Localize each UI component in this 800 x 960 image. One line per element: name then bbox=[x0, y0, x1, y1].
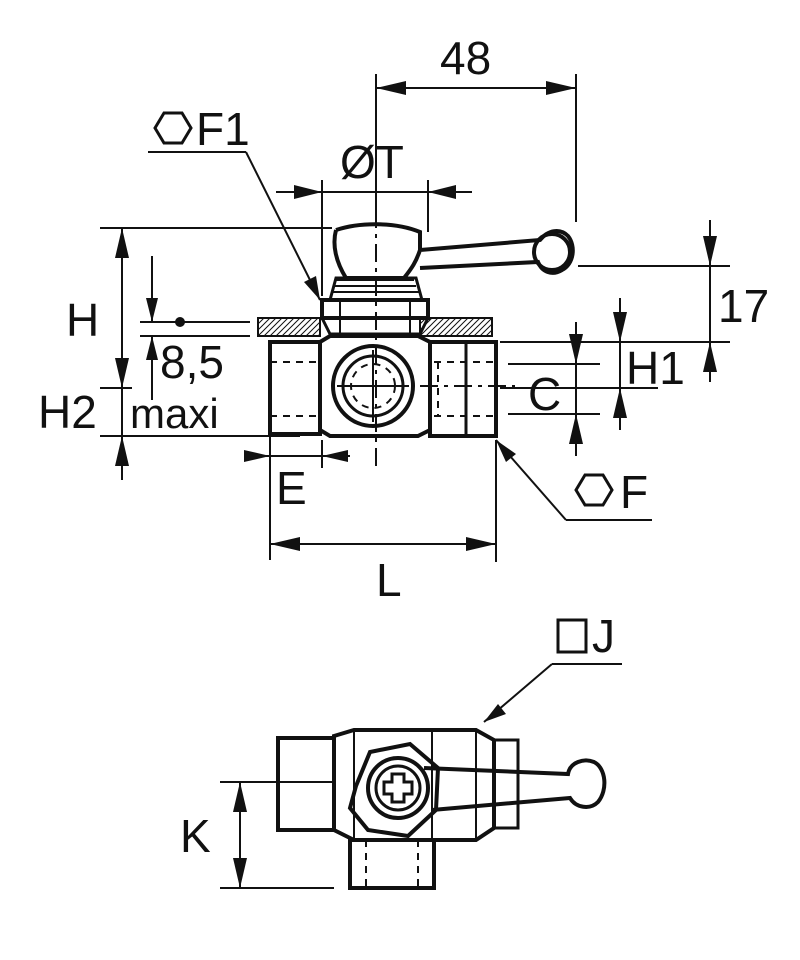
plan-view: J K bbox=[180, 610, 622, 890]
handle bbox=[332, 222, 575, 280]
dim-48-label: 48 bbox=[440, 32, 491, 84]
side-view: 48 F1 ØT H 8,5 maxi H2 bbox=[38, 32, 769, 606]
maxi-label: maxi bbox=[130, 390, 219, 437]
h2-label: H2 bbox=[38, 386, 97, 438]
panel-left bbox=[257, 317, 321, 337]
c-label: C bbox=[528, 368, 561, 420]
h1-label: H1 bbox=[626, 342, 685, 394]
hexagon-icon bbox=[153, 111, 193, 145]
e-label: E bbox=[276, 462, 307, 514]
square-icon bbox=[556, 618, 588, 654]
panel-right bbox=[419, 317, 493, 337]
dim-8-5-label: 8,5 bbox=[160, 336, 224, 388]
l-label: L bbox=[376, 554, 402, 606]
dia-t-label: ØT bbox=[340, 136, 404, 188]
hex-f-label: F bbox=[620, 466, 648, 518]
h-label: H bbox=[66, 294, 99, 346]
dim-17-label: 17 bbox=[718, 280, 769, 332]
valve-body bbox=[268, 334, 498, 438]
square-j-label: J bbox=[592, 610, 615, 662]
hexagon-icon bbox=[574, 473, 614, 507]
k-label: K bbox=[180, 810, 211, 862]
hex-f1-label: F1 bbox=[196, 103, 250, 155]
